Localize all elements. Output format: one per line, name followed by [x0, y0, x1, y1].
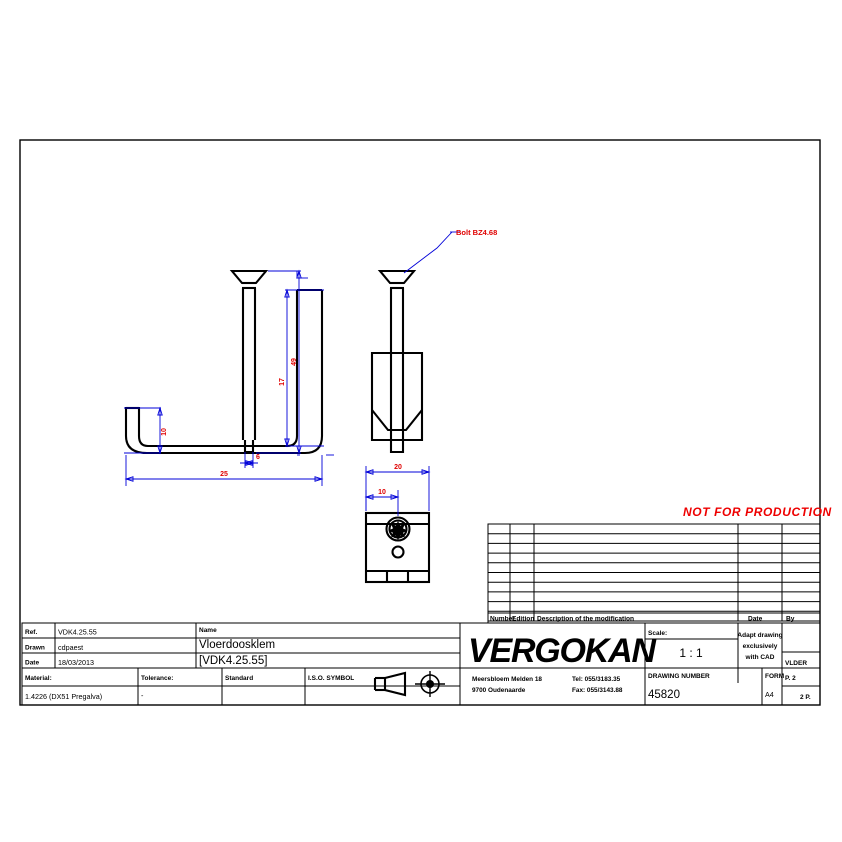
adapt-note-line-1: Adapt drawing: [737, 632, 782, 639]
value-name-code: [VDK4.25.55]: [199, 655, 267, 667]
label-drawing-number: DRAWING NUMBER: [648, 673, 710, 680]
label-material: Material:: [25, 675, 52, 682]
dim-stud-width: 6: [256, 454, 260, 461]
label-form: FORM: [765, 673, 784, 680]
label-drawn: Drawn: [25, 645, 45, 652]
value-form: A4: [765, 690, 774, 699]
value-tolerance: -: [141, 691, 144, 700]
bottom-view-dimensions: 20 10: [364, 464, 431, 516]
value-by: VLDER: [785, 660, 807, 667]
modtable-header-number: Number: [490, 616, 515, 623]
dim-hole-center: 10: [378, 489, 386, 496]
value-date: 18/03/2013: [58, 658, 94, 667]
bolt-note-leader: Bolt BZ4.68: [403, 228, 497, 274]
value-material: 1.4226 (DX51 Pregalva): [25, 692, 102, 701]
company-logo: VERGOKAN: [468, 632, 658, 670]
dim-overall-height: 49: [291, 358, 298, 366]
label-ref: Ref.: [25, 629, 37, 636]
modtable-header-edition: Edition: [512, 616, 534, 623]
modification-table: Number Edition Description of the modifi…: [487, 523, 821, 624]
torx-star-icon: [388, 521, 408, 541]
label-tolerance: Tolerance:: [141, 675, 173, 682]
modtable-header-by: By: [786, 616, 795, 623]
label-iso-symbol: I.S.O. SYMBOL: [308, 675, 354, 682]
dim-inner-height: 17: [279, 378, 286, 386]
label-scale: Scale:: [648, 630, 667, 637]
title-block: Ref. VDK4.25.55 Drawn cdpaest Date 18/03…: [21, 622, 821, 706]
value-page-total: 2 P.: [800, 694, 811, 701]
modtable-header-description: Description of the modification: [537, 616, 634, 623]
address-line-2: 9700 Oudenaarde: [472, 687, 526, 694]
label-date: Date: [25, 660, 39, 667]
address-line-1: Meersbloem Melden 18: [472, 676, 542, 683]
telephone: Tel: 055/3183.35: [572, 676, 621, 683]
value-scale: 1 : 1: [679, 646, 703, 660]
iso-projection-symbol-icon: [373, 671, 445, 697]
value-drawn: cdpaest: [58, 643, 83, 652]
dim-overall-width: 25: [220, 471, 228, 478]
modtable-header-date: Date: [748, 616, 763, 623]
bolt-note-text: Bolt BZ4.68: [456, 228, 497, 237]
not-for-production-stamp: NOT FOR PRODUCTION: [683, 505, 832, 519]
bottom-view-part: [364, 511, 431, 584]
value-ref: VDK4.25.55: [58, 628, 97, 637]
value-page-current: P. 2: [785, 675, 796, 682]
dim-plate-width: 20: [394, 464, 402, 471]
value-drawing-number: 45820: [648, 689, 680, 701]
fax: Fax: 055/3143.88: [572, 687, 623, 694]
label-standard: Standard: [225, 675, 253, 682]
value-name: Vloerdoosklem: [199, 639, 275, 651]
adapt-note-line-3: with CAD: [745, 654, 775, 661]
adapt-note-line-2: exclusively: [743, 643, 778, 650]
dim-lip-height: 10: [161, 428, 168, 436]
front-view-part: [370, 269, 424, 454]
label-name: Name: [199, 627, 217, 634]
side-view-dimensions: 49 17 10 6: [124, 269, 334, 486]
